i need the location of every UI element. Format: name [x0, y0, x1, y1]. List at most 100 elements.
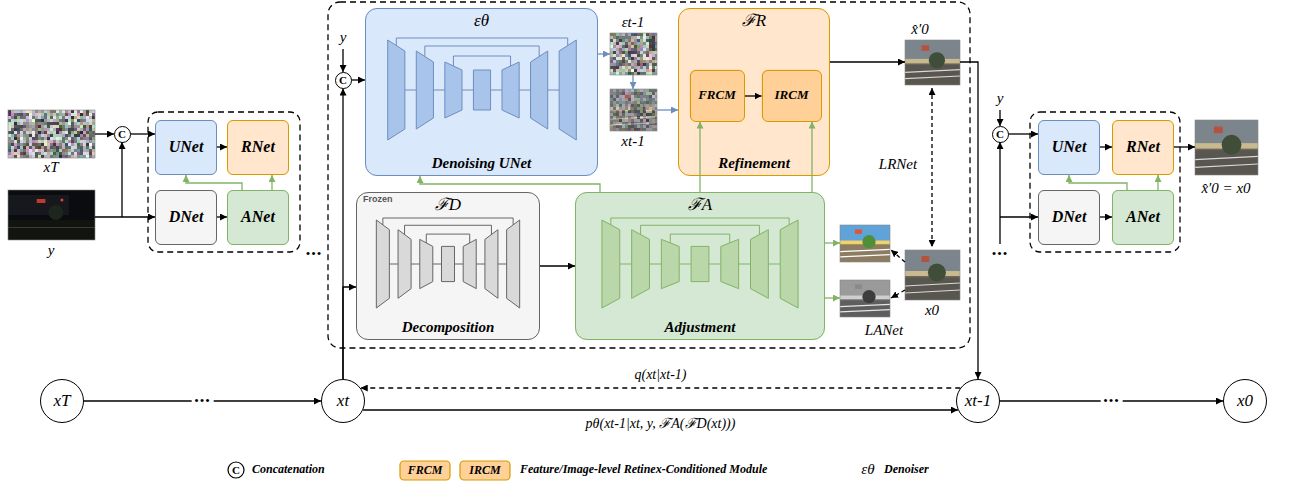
noise-pixel	[8, 134, 11, 137]
noise-pixel	[610, 104, 613, 107]
noise-pixel	[32, 140, 35, 143]
noise-pixel	[625, 57, 628, 60]
noise-pixel	[77, 137, 80, 140]
noise-pixel	[8, 119, 11, 122]
noise-pixel	[65, 137, 68, 140]
noise-pixel	[646, 95, 649, 98]
noise-pixel	[26, 140, 29, 143]
legend-sample-text: FRCM	[408, 464, 443, 478]
image-thumbnails	[8, 33, 1258, 317]
noise-pixel	[640, 116, 643, 119]
legend-entry: Denoiser	[884, 463, 929, 477]
noise-pixel	[649, 119, 652, 122]
noise-pixel	[29, 149, 32, 152]
noise-pixel	[640, 51, 643, 54]
noise-pixel	[622, 128, 625, 131]
image-border	[610, 89, 657, 131]
noise-pixel	[8, 137, 11, 140]
noise-pixel	[47, 146, 50, 149]
noise-pixel	[65, 140, 68, 143]
noise-pixel	[8, 116, 11, 119]
noise-pixel	[74, 146, 77, 149]
noise-pixel	[649, 95, 652, 98]
noise-pixel	[14, 152, 17, 155]
network-layer	[780, 220, 798, 308]
noise-pixel	[62, 119, 65, 122]
noise-pixel	[628, 39, 631, 42]
noise-pixel	[613, 66, 616, 69]
noise-pixel	[613, 110, 616, 113]
noise-pixel	[44, 143, 47, 146]
noise-pixel	[14, 128, 17, 131]
noise-pixel	[619, 48, 622, 51]
noise-pixel	[646, 116, 649, 119]
noise-pixel	[652, 89, 655, 92]
noise-pixel	[47, 128, 50, 131]
noise-pixel	[619, 125, 622, 128]
noise-pixel	[622, 119, 625, 122]
noise-pixel	[59, 146, 62, 149]
noise-pixel	[637, 48, 640, 51]
noise-pixel	[625, 89, 628, 92]
noise-pixel	[640, 36, 643, 39]
node-fill	[1038, 190, 1100, 245]
layer-link	[491, 90, 502, 91]
noise-pixel	[619, 101, 622, 104]
noise-pixel	[74, 155, 77, 158]
noise-pixel	[23, 155, 26, 158]
node-text: ANet	[241, 208, 275, 226]
noise-pixel	[643, 119, 646, 122]
noise-pixel	[47, 152, 50, 155]
noise-pixel	[62, 137, 65, 140]
noise-pixel	[50, 134, 53, 137]
noise-pixel	[68, 125, 71, 128]
scene-image	[610, 112, 657, 131]
noise-pixel	[53, 125, 56, 128]
rnet-box: RNet	[227, 120, 289, 175]
noise-pixel	[59, 149, 62, 152]
node-text: Refinement	[718, 155, 790, 172]
noise-pixel	[625, 98, 628, 101]
noise-pixel	[628, 119, 631, 122]
noise-pixel	[625, 51, 628, 54]
noise-pixel	[62, 143, 65, 146]
layer-link	[405, 90, 416, 91]
noise-pixel	[625, 125, 628, 128]
node-text: C	[118, 129, 126, 140]
noise-pixel	[47, 116, 50, 119]
noise-pixel	[23, 113, 26, 116]
noise-pixel	[634, 45, 637, 48]
scene-image	[928, 264, 946, 282]
noise-pixel	[649, 51, 652, 54]
noise-pixel	[616, 128, 619, 131]
noise-pixel	[649, 57, 652, 60]
noise-pixel	[640, 42, 643, 45]
noise-pixel	[634, 39, 637, 42]
noise-pixel	[17, 119, 20, 122]
noise-pixel	[619, 98, 622, 101]
noise-pixel	[613, 125, 616, 128]
noise-pixel	[616, 66, 619, 69]
noise-pixel	[613, 36, 616, 39]
noise-pixel	[652, 51, 655, 54]
noise-pixel	[619, 72, 622, 75]
noise-pixel	[74, 113, 77, 116]
noise-pixel	[640, 89, 643, 92]
noise-pixel	[11, 110, 14, 113]
noise-pixel	[649, 110, 652, 113]
label-anchor: x0	[925, 302, 939, 319]
noise-pixel	[32, 134, 35, 137]
noise-pixel	[83, 110, 86, 113]
noise-pixel	[610, 107, 613, 110]
flow-line	[825, 242, 840, 243]
noise-pixel	[649, 63, 652, 66]
label-anchor: y	[48, 242, 55, 259]
noise-pixel	[625, 128, 628, 131]
noise-pixel	[41, 128, 44, 131]
noise-pixel	[65, 110, 68, 113]
noise-pixel	[50, 128, 53, 131]
noise-pixel	[29, 119, 32, 122]
noise-pixel	[610, 57, 613, 60]
noise-pixel	[62, 125, 65, 128]
noise-pixel	[35, 155, 38, 158]
